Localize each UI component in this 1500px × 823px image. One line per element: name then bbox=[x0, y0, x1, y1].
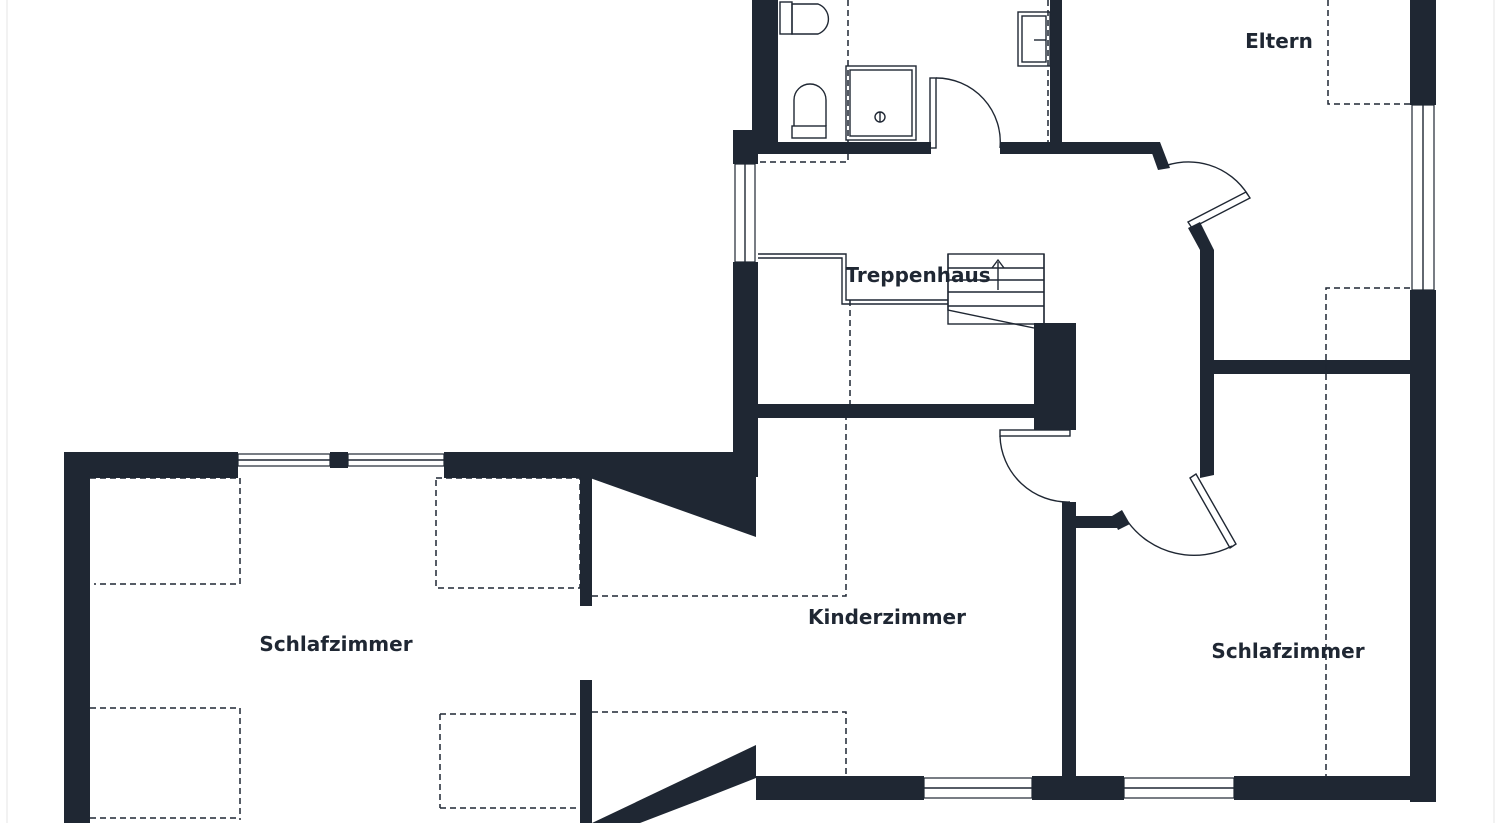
toilet-icon bbox=[779, 1, 830, 35]
wall-partition-upper bbox=[580, 478, 592, 606]
wall-eltern-bottom bbox=[1214, 360, 1410, 374]
wall-top-left-b bbox=[444, 452, 756, 478]
dashed-lines bbox=[90, 0, 1410, 820]
door-bath bbox=[929, 77, 1001, 149]
wall-hall-right bbox=[1188, 222, 1214, 478]
door-kinder bbox=[999, 429, 1071, 503]
wall-stair-top-left bbox=[733, 130, 758, 164]
bathroom-fixtures bbox=[779, 1, 1051, 141]
wall-partition-lower bbox=[580, 680, 592, 823]
stairs bbox=[758, 253, 1045, 329]
shower-icon bbox=[845, 65, 917, 141]
wall-kinder-right bbox=[1062, 502, 1076, 778]
page-frame bbox=[6, 0, 1495, 823]
wall-hall-bottom-corner bbox=[1112, 510, 1130, 530]
room-label-schlafzimmer-right: Schlafzimmer bbox=[1211, 639, 1364, 663]
wall-bottom-a bbox=[756, 776, 924, 800]
wall-bath-right bbox=[1050, 0, 1062, 148]
room-label-kinderzimmer: Kinderzimmer bbox=[808, 605, 966, 629]
wall-right-outer bbox=[1410, 290, 1436, 802]
room-labels: Eltern Treppenhaus Schlafzimmer Kinderzi… bbox=[259, 29, 1364, 663]
wall-window-mullion bbox=[330, 452, 348, 468]
room-label-eltern: Eltern bbox=[1245, 29, 1313, 53]
wall-hall-bottom bbox=[1062, 516, 1117, 528]
room-label-treppenhaus: Treppenhaus bbox=[845, 263, 990, 287]
wall-diagonal-top bbox=[590, 478, 756, 537]
door-eltern bbox=[1159, 161, 1252, 229]
walls bbox=[64, 0, 1436, 823]
wall-bottom-b bbox=[1032, 776, 1124, 800]
sink-icon bbox=[1017, 11, 1051, 67]
toilet-icon bbox=[791, 83, 827, 139]
wall-stair-block bbox=[1034, 323, 1076, 430]
wall-left-outer bbox=[64, 452, 90, 823]
wall-hall-corner bbox=[1148, 142, 1170, 170]
wall-eltern-right-top bbox=[1410, 0, 1436, 105]
doors bbox=[929, 77, 1252, 556]
room-label-schlafzimmer-left: Schlafzimmer bbox=[259, 632, 412, 656]
wall-hall-top bbox=[1000, 142, 1160, 154]
wall-bath-left bbox=[752, 0, 778, 142]
wall-bottom-c bbox=[1234, 776, 1436, 800]
wall-bath-bottom-a bbox=[756, 142, 931, 154]
wall-kinder-top bbox=[756, 404, 1074, 418]
windows bbox=[237, 104, 1435, 799]
door-schlafzimmer-right bbox=[1127, 473, 1237, 556]
wall-stair-left bbox=[733, 262, 758, 477]
wall-diagonal-bottom bbox=[592, 745, 756, 823]
wall-top-left-a bbox=[64, 452, 238, 478]
